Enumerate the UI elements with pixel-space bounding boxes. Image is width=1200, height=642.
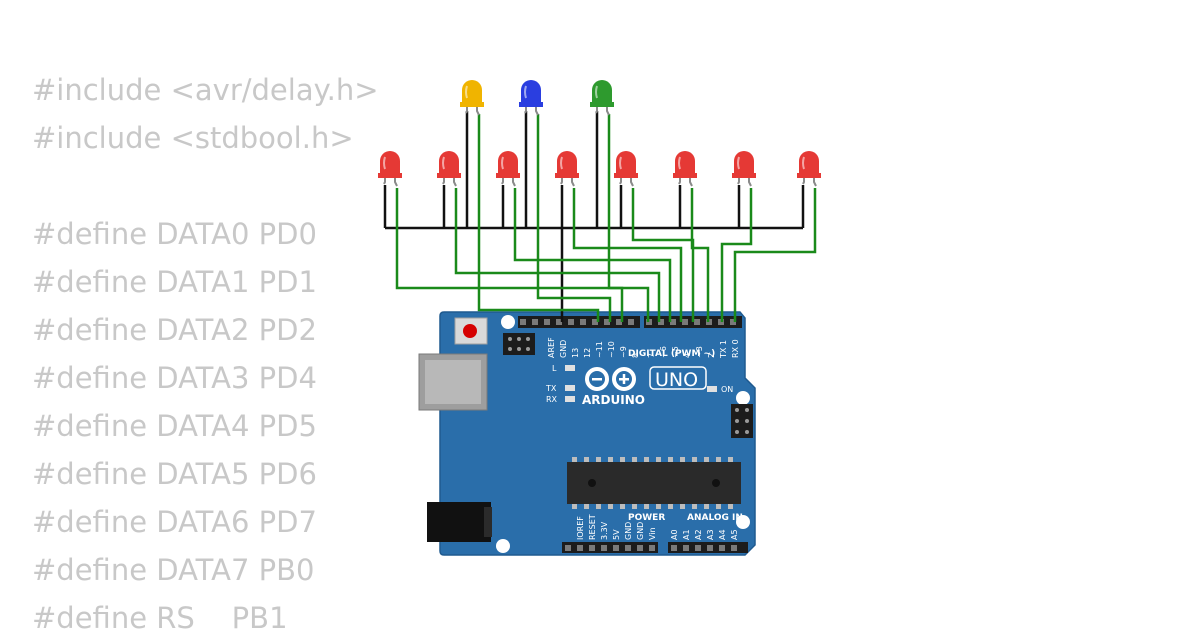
top-pin-label: 2 (707, 353, 716, 358)
mount-hole (501, 315, 515, 329)
top-pin-label: GND (559, 340, 568, 358)
code-line: #define DATA0 PD0 (32, 217, 317, 251)
top-pin-label: 13 (571, 348, 580, 358)
bottom-pin-label: Vin (648, 527, 657, 540)
code-line: #define RS PB1 (32, 601, 288, 635)
top-pin-label: AREF (547, 337, 556, 358)
rx-label: RX (546, 395, 558, 404)
code-line: #define DATA4 PD5 (32, 409, 317, 443)
uno-label: UNO (655, 369, 698, 391)
bottom-pin-label: 3.3V (600, 521, 609, 540)
code-line: #define DATA1 PD1 (32, 265, 317, 299)
digital-label: DIGITAL (PWM ~) (628, 349, 715, 359)
icsp-header-right (731, 404, 753, 438)
ground-wiring (383, 111, 805, 322)
on-label: ON (721, 385, 733, 394)
l-label: L (552, 364, 557, 373)
top-pin-label: ~11 (595, 341, 604, 358)
uno-badge (649, 366, 707, 390)
arduino-infinity-logo (585, 367, 636, 391)
l-led (565, 365, 575, 371)
bottom-pin-label: A3 (706, 529, 715, 540)
top-pin-label: RX 0 (731, 339, 740, 358)
#2e9a2e-led[interactable] (590, 80, 614, 116)
bottom-pin-label: A5 (730, 529, 739, 540)
bottom-pin-label: IOREF (576, 516, 585, 540)
bottom-pin-label: 5V (612, 529, 621, 540)
#f0b400-led[interactable] (460, 80, 484, 116)
power-header (562, 542, 658, 553)
bottom-pin-label: A1 (682, 529, 691, 540)
top-pin-label: ~9 (619, 346, 628, 358)
#e53935-led[interactable] (732, 151, 756, 187)
top-pin-label: ~3 (695, 346, 704, 358)
code-line: #define DATA3 PD4 (32, 361, 317, 395)
#e53935-led[interactable] (496, 151, 520, 187)
bottom-pin-label: RESET (588, 514, 597, 540)
tx-led (565, 385, 575, 391)
bottom-pin-label: GND (624, 522, 633, 540)
#e53935-led[interactable] (437, 151, 461, 187)
mount-hole (736, 515, 750, 529)
code-line: #include <avr/delay.h> (32, 73, 379, 107)
bottom-pin-label: GND (636, 522, 645, 540)
power-label: POWER (628, 513, 665, 523)
code-line: #define DATA6 PD7 (32, 505, 317, 539)
top-pin-label: ~5 (671, 346, 680, 358)
#2a3ee0-led[interactable] (519, 80, 543, 116)
power-jack (427, 502, 491, 542)
arduino-logo-text: ARDUINO (582, 393, 645, 407)
rx-led (565, 396, 575, 402)
top-pin-label: 12 (583, 348, 592, 358)
#e53935-led[interactable] (378, 151, 402, 187)
bottom-pin-label: A0 (670, 529, 679, 540)
top-pin-label: ~6 (659, 346, 668, 358)
mount-hole (496, 539, 510, 553)
#e53935-led[interactable] (555, 151, 579, 187)
top-pin-label: 7 (647, 353, 656, 358)
#e53935-led[interactable] (673, 151, 697, 187)
analog-in-label: ANALOG IN (687, 513, 743, 523)
top-pin-label: ~10 (607, 341, 616, 358)
mount-hole (736, 391, 750, 405)
led-row-top (460, 80, 614, 116)
top-pin-label: 8 (631, 353, 640, 358)
code-line: #define DATA5 PD6 (32, 457, 317, 491)
signal-wiring (395, 114, 817, 322)
code-line: #define DATA7 PB0 (32, 553, 315, 587)
#e53935-led[interactable] (614, 151, 638, 187)
atmega-chip (567, 457, 741, 509)
#e53935-led[interactable] (797, 151, 821, 187)
bottom-pin-dots (565, 545, 737, 551)
bottom-pin-label: A2 (694, 529, 703, 540)
top-pin-label: TX 1 (719, 340, 728, 359)
icsp-header (503, 333, 535, 355)
bottom-pin-label: A4 (718, 529, 727, 540)
tx-label: TX (545, 384, 557, 393)
led-row-bottom (378, 151, 821, 187)
code-listing: #include <avr/delay.h> #include <stdbool.… (32, 66, 379, 642)
code-line: #define DATA2 PD2 (32, 313, 317, 347)
on-led (707, 386, 717, 392)
top-pin-label: 4 (683, 353, 692, 358)
code-line: #include <stdbool.h> (32, 121, 354, 155)
